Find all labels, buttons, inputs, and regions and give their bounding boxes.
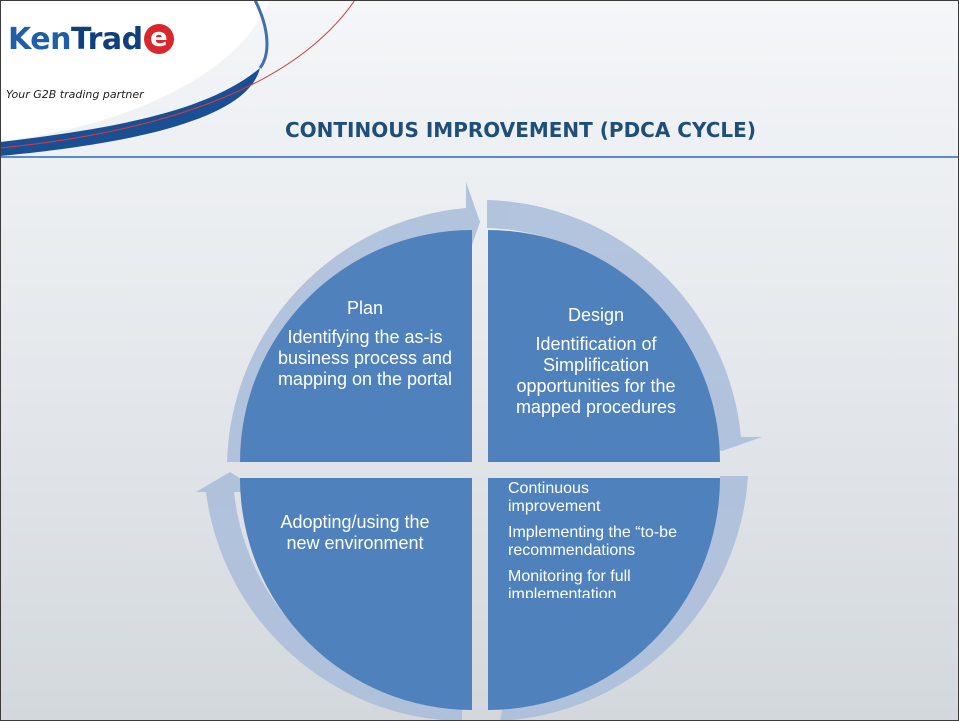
arc-arrow-top-right bbox=[487, 200, 762, 451]
quadrant-design-text: Design Identification of Simplification … bbox=[493, 305, 699, 463]
quadrant-plan bbox=[240, 230, 472, 462]
continuous-item: Continuous improvement bbox=[508, 480, 601, 515]
logo-swoosh bbox=[0, 0, 356, 156]
continuous-item: Implementing the “to-be recommendations bbox=[508, 524, 677, 559]
logo-text-ken: Ken bbox=[8, 22, 71, 57]
design-description: Identification of Simplification opportu… bbox=[515, 334, 677, 417]
title-divider bbox=[0, 156, 959, 158]
plan-description: Identifying the as-is business process a… bbox=[277, 327, 453, 389]
quadrant-continuous bbox=[488, 478, 720, 710]
quadrant-continuous-text: Continuous improvement Implementing the … bbox=[508, 480, 678, 598]
quadrant-design bbox=[488, 230, 720, 462]
logo-e-badge: e bbox=[143, 24, 174, 54]
logo-tagline: Your G2B trading partner bbox=[6, 88, 144, 101]
quadrant-adopt-text: Adopting/using the new environment bbox=[265, 512, 445, 554]
quadrant-plan-text: Plan Identifying the as-is business proc… bbox=[270, 298, 460, 458]
continuous-item: Monitoring for full implementation bbox=[508, 568, 631, 598]
plan-heading: Plan bbox=[346, 298, 384, 318]
adopt-description: Adopting/using the new environment bbox=[280, 512, 430, 553]
design-heading: Design bbox=[567, 305, 625, 325]
quadrant-adopt bbox=[240, 478, 472, 710]
logo-text-trad: Trad bbox=[70, 22, 143, 57]
slide-title: CONTINOUS IMPROVEMENT (PDCA CYCLE) bbox=[285, 118, 756, 142]
arc-arrow-bottom-left bbox=[196, 472, 462, 721]
